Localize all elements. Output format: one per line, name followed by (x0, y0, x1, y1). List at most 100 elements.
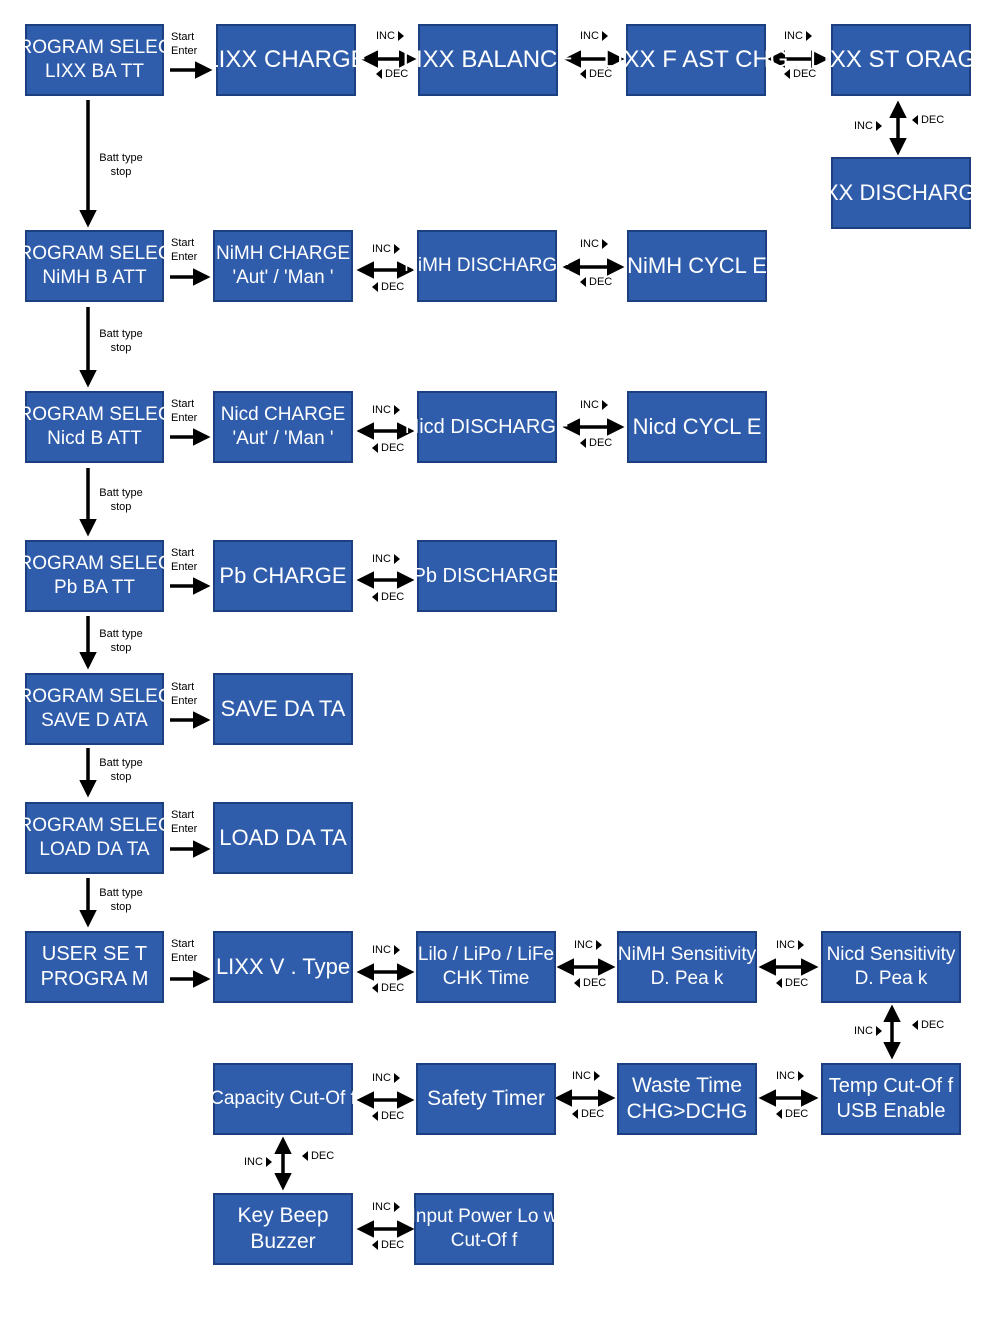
box-text-line: USB Enable (836, 1100, 946, 1122)
inc-label: INC (372, 243, 404, 255)
box-text-line: Nicd CYCL E (632, 414, 762, 440)
box-text-line: PROGRAM SELECT (5, 404, 184, 426)
dec-label: DEC (301, 1150, 334, 1162)
box-text-line: LOAD DA TA (39, 839, 150, 860)
inc-triangle-icon (393, 945, 400, 955)
dec-label: DEC (372, 982, 404, 994)
dec-label: DEC (580, 68, 612, 80)
box-text-line: LIXX BA TT (45, 61, 144, 82)
dec-label: DEC (784, 68, 816, 80)
pb-charge-box: Pb CHARGE (213, 540, 353, 612)
box-text-line: PROGRA M (40, 968, 149, 990)
box-text-line: LIXX ST ORAGE (809, 46, 993, 73)
dec-label: DEC (372, 1110, 404, 1122)
inc-triangle-icon (393, 1073, 400, 1083)
inc-label: INC (372, 1201, 404, 1213)
dec-triangle-icon (301, 1151, 308, 1161)
box-text-line: Nicd CHARGE (220, 404, 346, 426)
inc-triangle-icon (397, 31, 404, 41)
inc-triangle-icon (805, 31, 812, 41)
box-text-line: LIXX CHARGE (205, 46, 367, 73)
inc-label: INC (376, 30, 408, 42)
dec-triangle-icon (372, 1111, 378, 1121)
box-text-line: Pb BA TT (54, 577, 135, 598)
dec-triangle-icon (372, 592, 378, 602)
inc-label: INC (580, 238, 612, 250)
dec-triangle-icon (776, 978, 782, 988)
dec-triangle-icon (376, 69, 382, 79)
nimh-cycle-box: NiMH CYCL E (627, 230, 767, 302)
box-text-line: 'Aut' / 'Man ' (232, 428, 334, 449)
inc-label: INC (580, 399, 612, 411)
inc-label: INC (574, 939, 606, 951)
dec-label: DEC (572, 1108, 604, 1120)
box-text-line: NiMH CHARGE (215, 243, 351, 265)
box-text-line: LIXX F AST CHG (603, 46, 789, 73)
nimh-charge-box: NiMH CHARGE'Aut' / 'Man ' (213, 230, 353, 302)
inc-triangle-icon (393, 405, 400, 415)
box-text-line: Capacity Cut-Of f (210, 1088, 356, 1110)
box-text-line: LIXX DISCHARG E (805, 180, 997, 206)
dec-label: DEC (911, 114, 944, 126)
inc-label: INC (244, 1156, 272, 1168)
nimh-discharge-box: NiMH DISCHARGE (404, 230, 570, 302)
dec-label: DEC (372, 591, 404, 603)
box-text-line: Cut-Of f (450, 1230, 518, 1251)
box-text-line: Pb DISCHARGE (412, 564, 562, 587)
dec-label: DEC (372, 1239, 404, 1251)
box-text-line: CHG>DCHG (626, 1100, 748, 1123)
dec-triangle-icon (372, 282, 378, 292)
box-text-line: CHK Time (442, 968, 530, 989)
dec-triangle-icon (911, 1020, 918, 1030)
dec-label: DEC (372, 281, 404, 293)
dec-triangle-icon (911, 115, 918, 125)
lixx-balance-box: LIXX BALANCE (403, 24, 573, 96)
inc-triangle-icon (393, 1202, 400, 1212)
dec-triangle-icon (784, 69, 790, 79)
box-text-line: 'Aut' / 'Man ' (232, 267, 334, 288)
box-text-line: Input Power Lo w (410, 1206, 558, 1228)
capacity-cutoff-box: Capacity Cut-Of f (210, 1063, 356, 1135)
inc-triangle-icon (601, 239, 608, 249)
dec-triangle-icon (580, 277, 586, 287)
inc-triangle-icon (595, 940, 602, 950)
box-text-line: NiMH DISCHARGE (404, 255, 570, 277)
nicd-cycle-box: Nicd CYCL E (627, 391, 767, 463)
inc-dec-label-group: INC DEC (244, 1150, 334, 1168)
inc-triangle-icon (797, 1071, 804, 1081)
load-data-box: LOAD DA TA (213, 802, 353, 874)
inc-label: INC (580, 30, 612, 42)
box-text-line: Lilo / LiPo / LiFe (417, 944, 555, 966)
inc-label: INC (572, 1070, 604, 1082)
box-text-line: PROGRAM SELECT (5, 686, 184, 708)
inc-label: INC (784, 30, 816, 42)
dec-label: DEC (776, 977, 808, 989)
box-text-line: LOAD DA TA (219, 825, 347, 851)
box-text-line: Safety Timer (427, 1086, 545, 1110)
dec-label: DEC (911, 1019, 944, 1031)
